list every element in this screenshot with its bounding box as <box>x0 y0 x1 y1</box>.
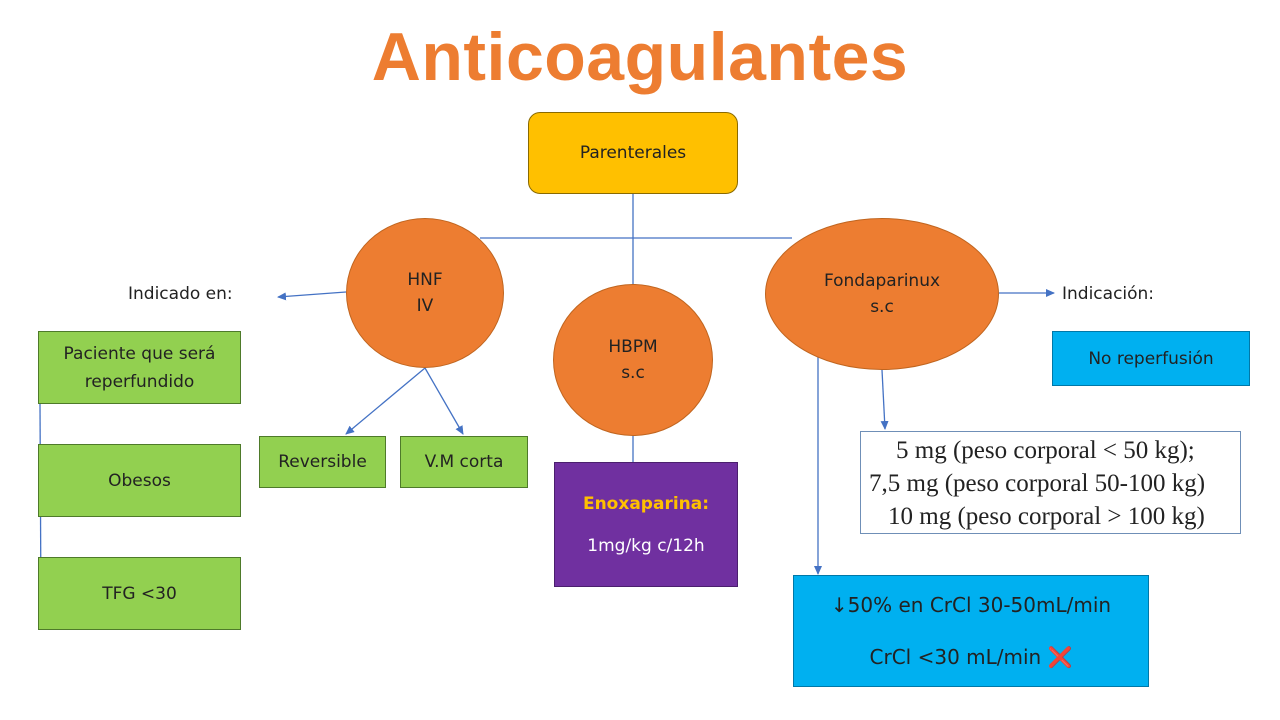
fondaparinux-dosing-box: 5 mg (peso corporal < 50 kg); 7,5 mg (pe… <box>860 431 1241 534</box>
indicacion-value: No reperfusión <box>1088 348 1214 369</box>
dosing-line-2: 7,5 mg (peso corporal 50-100 kg) <box>869 470 1206 497</box>
indicado-item-tfg: TFG <30 <box>38 557 241 630</box>
renal-adjustment-box: ↓50% en CrCl 30-50mL/min CrCl <30 mL/min… <box>793 575 1149 687</box>
node-parenterales-label: Parenterales <box>579 143 687 163</box>
enoxaparina-dose: 1mg/kg c/12h <box>587 535 705 556</box>
enoxaparina-heading: Enoxaparina: <box>582 493 710 514</box>
node-hbpm-line1: HBPM <box>608 337 658 357</box>
dosing-line-3: 10 mg (peso corporal > 100 kg) <box>888 503 1205 530</box>
enoxaparina-box: Enoxaparina: 1mg/kg c/12h <box>554 462 738 587</box>
hnf-feature-reversible: Reversible <box>259 436 386 488</box>
node-parenterales: Parenterales <box>528 112 738 194</box>
renal-line-1: ↓50% en CrCl 30-50mL/min <box>830 593 1112 617</box>
hnf-feature-vm-corta: V.M corta <box>400 436 528 488</box>
node-fondaparinux: Fondaparinux s.c <box>765 218 999 370</box>
indicacion-box: No reperfusión <box>1052 331 1250 386</box>
renal-line-2: CrCl <30 mL/min ❌ <box>869 645 1073 669</box>
node-hbpm: HBPM s.c <box>553 284 713 436</box>
indicado-item-reperfundido: Paciente que será reperfundido <box>38 331 241 404</box>
indicacion-label: Indicación: <box>1062 284 1155 304</box>
indicado-item-reperfundido-line1: Paciente que será <box>63 343 216 364</box>
arrow-hnf-vm-corta <box>424 367 464 435</box>
arrow-hnf-reversible <box>345 367 426 435</box>
node-fondaparinux-line1: Fondaparinux <box>823 271 941 291</box>
arrow-fonda-dosing <box>880 369 889 430</box>
indicado-item-obesos: Obesos <box>38 444 241 517</box>
node-hnf-line1: HNF <box>407 270 443 290</box>
hnf-feature-vm-corta-label: V.M corta <box>424 452 504 472</box>
arrow-hnf-indicado <box>277 291 347 301</box>
dosing-line-1: 5 mg (peso corporal < 50 kg); <box>896 437 1195 464</box>
node-hnf-line2: IV <box>416 296 434 316</box>
node-hnf: HNF IV <box>346 218 504 368</box>
hnf-feature-reversible-label: Reversible <box>278 452 367 472</box>
indicado-item-tfg-label: TFG <30 <box>102 583 177 604</box>
page-title: Anticoagulantes <box>371 19 909 95</box>
node-hbpm-line2: s.c <box>621 363 645 383</box>
node-fondaparinux-line2: s.c <box>870 297 894 317</box>
indicado-item-obesos-label: Obesos <box>108 470 171 491</box>
indicado-en-label: Indicado en: <box>128 284 233 304</box>
indicado-item-reperfundido-line2: reperfundido <box>84 371 195 392</box>
